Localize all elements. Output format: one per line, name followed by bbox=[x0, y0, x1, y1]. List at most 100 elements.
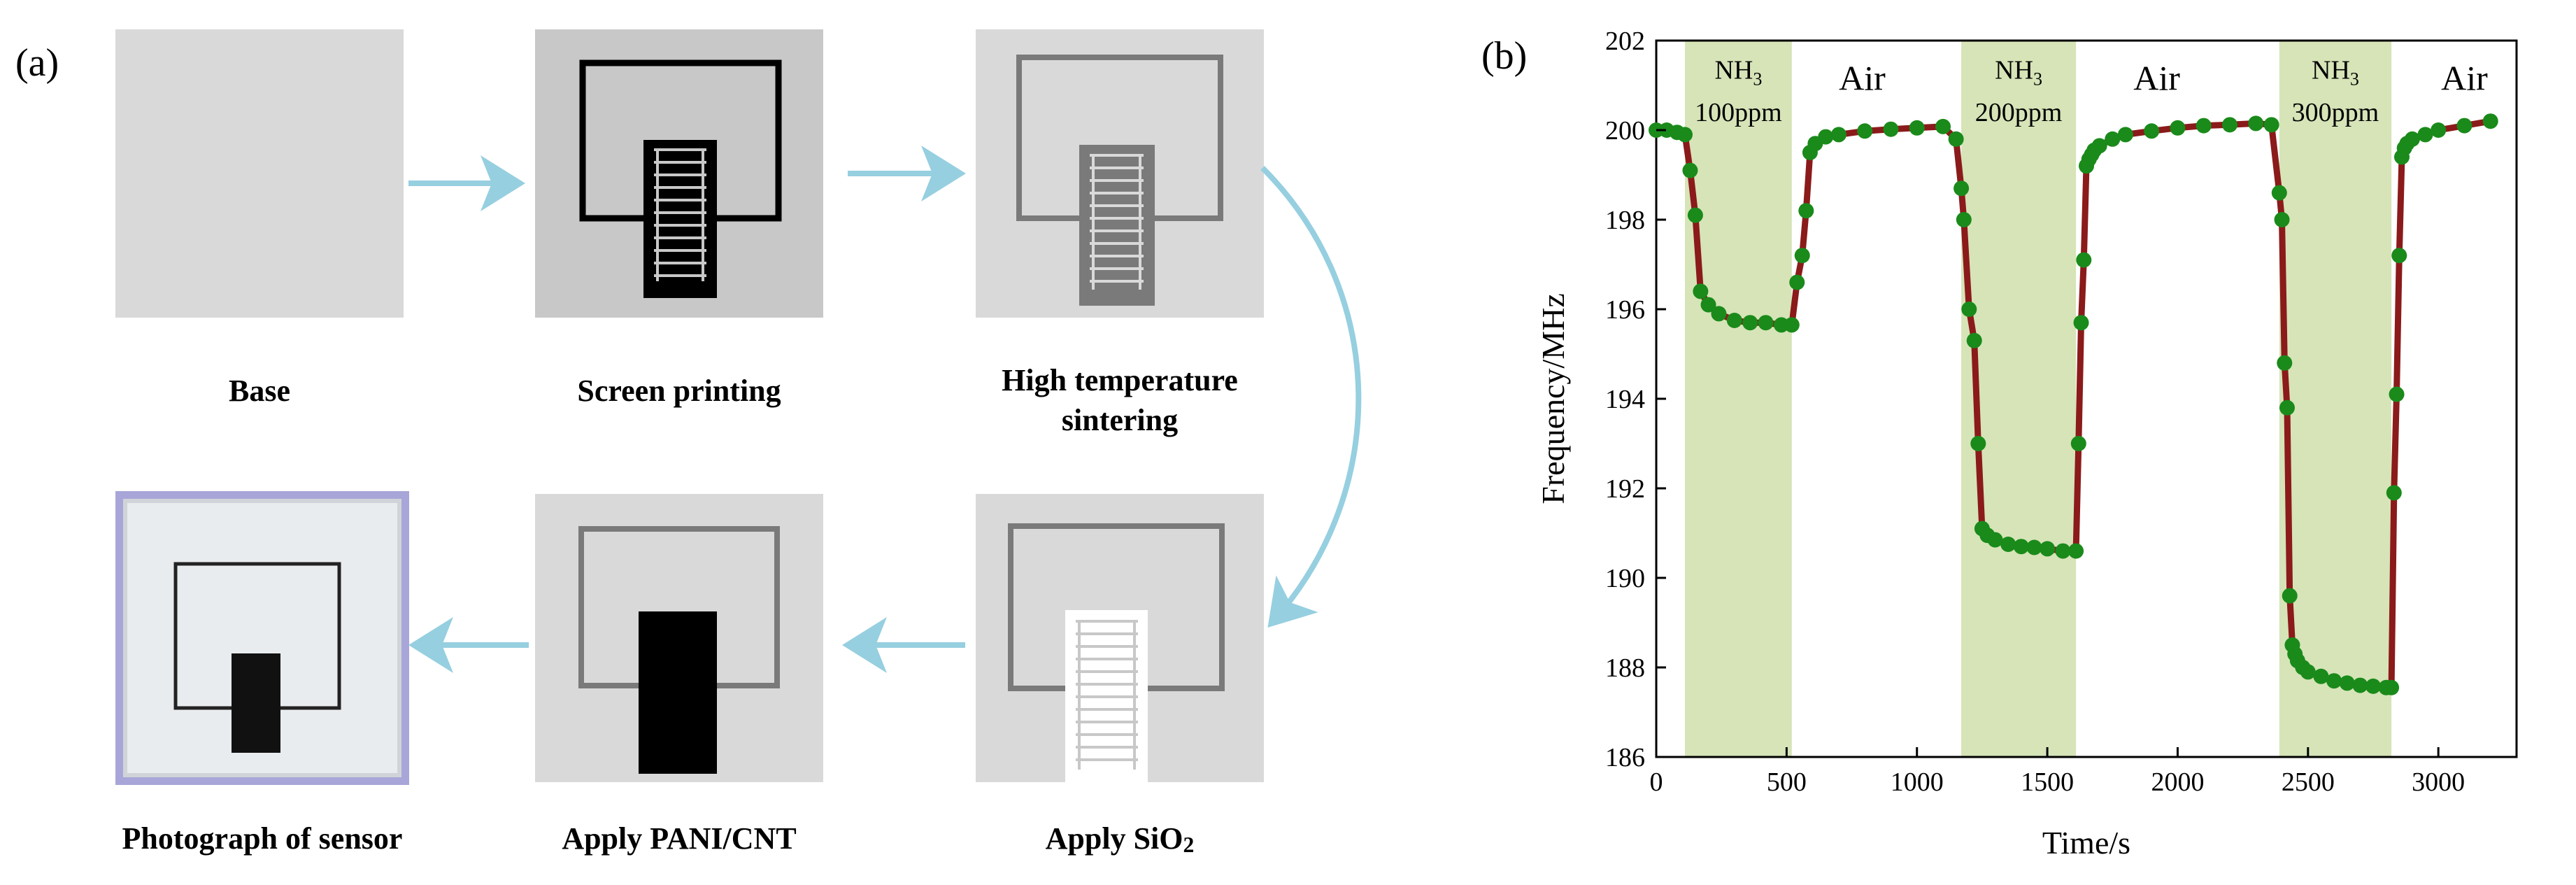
data-point bbox=[2105, 131, 2121, 147]
caption-photograph: Photograph of sensor bbox=[122, 821, 403, 856]
caption-base: Base bbox=[229, 374, 290, 408]
data-point bbox=[2091, 138, 2107, 154]
data-point bbox=[2055, 543, 2071, 559]
data-point bbox=[1987, 532, 2003, 548]
x-tick-label: 2500 bbox=[2282, 767, 2335, 797]
data-point bbox=[1798, 203, 1814, 219]
data-point bbox=[2040, 541, 2056, 557]
data-point bbox=[1935, 118, 1951, 134]
y-tick-label: 202 bbox=[1605, 27, 1645, 56]
data-point bbox=[2170, 120, 2186, 136]
data-point bbox=[2417, 127, 2433, 143]
data-point bbox=[2326, 673, 2342, 689]
data-point bbox=[2248, 115, 2264, 132]
region-conc-label-2: 200ppm bbox=[1975, 98, 2063, 127]
data-point bbox=[1693, 283, 1709, 299]
y-tick-label: 194 bbox=[1605, 385, 1645, 414]
region-conc-label-1: 100ppm bbox=[1695, 98, 1782, 127]
caption-apply-pani-cnt: Apply PANI/CNT bbox=[562, 821, 797, 856]
data-point bbox=[1789, 274, 1805, 290]
x-tick-label: 500 bbox=[1767, 767, 1807, 797]
arrow-sinter-to-sio2 bbox=[1260, 166, 1362, 628]
data-point bbox=[2271, 185, 2287, 201]
data-point bbox=[2456, 118, 2472, 134]
sensor-photo bbox=[115, 491, 409, 785]
data-point bbox=[2277, 355, 2293, 371]
data-point bbox=[2482, 113, 2498, 129]
y-tick-label: 188 bbox=[1605, 653, 1645, 683]
data-point bbox=[1726, 313, 1742, 328]
data-point bbox=[2386, 485, 2402, 501]
data-point bbox=[1784, 317, 1800, 333]
data-point bbox=[2144, 123, 2160, 139]
data-point bbox=[2070, 436, 2086, 451]
data-point bbox=[1711, 306, 1727, 322]
data-point bbox=[1677, 127, 1693, 143]
air-label-3: Air bbox=[2441, 58, 2488, 97]
base-tile bbox=[115, 29, 404, 318]
apply-sio2-tile bbox=[976, 494, 1264, 782]
data-point bbox=[2076, 252, 2092, 268]
data-point bbox=[2389, 386, 2405, 402]
data-point bbox=[2196, 118, 2212, 134]
data-point bbox=[2068, 543, 2084, 559]
data-point bbox=[2365, 678, 2381, 694]
region-gas-label-1: NH3 bbox=[1714, 55, 1762, 89]
data-point bbox=[2313, 668, 2329, 684]
data-point bbox=[1742, 315, 1758, 331]
region-conc-label-3: 300ppm bbox=[2292, 98, 2379, 127]
data-point bbox=[1857, 123, 1873, 139]
panel-a-label: (a) bbox=[15, 41, 59, 85]
x-tick-label: 1000 bbox=[1891, 767, 1944, 797]
x-axis-label: Time/s bbox=[2042, 825, 2130, 861]
data-point bbox=[2404, 131, 2420, 147]
air-label-1: Air bbox=[1839, 58, 1886, 97]
nh3-exposure-region-3 bbox=[2279, 41, 2392, 757]
panel-b-label: (b) bbox=[1481, 34, 1528, 78]
y-tick-label: 186 bbox=[1605, 743, 1645, 772]
data-point bbox=[1687, 207, 1703, 223]
data-point bbox=[1700, 297, 1716, 313]
screen-printing-tile bbox=[535, 29, 823, 318]
x-tick-label: 3000 bbox=[2412, 767, 2465, 797]
caption-sintering: High temperature sintering bbox=[1002, 363, 1238, 438]
data-point bbox=[1970, 436, 1986, 451]
y-axis-label: Frequency/MHz bbox=[1535, 293, 1571, 504]
data-point bbox=[2384, 679, 2400, 695]
data-point bbox=[2013, 539, 2029, 555]
data-point bbox=[2300, 664, 2316, 680]
x-tick-label: 0 bbox=[1650, 767, 1663, 797]
sintering-tile bbox=[976, 29, 1264, 318]
nh3-exposure-region-1 bbox=[1685, 41, 1792, 757]
region-gas-label-2: NH3 bbox=[1995, 55, 2042, 89]
data-point bbox=[1956, 212, 1972, 227]
data-point bbox=[1948, 131, 1964, 147]
data-point bbox=[1818, 129, 1834, 145]
data-point bbox=[1954, 180, 1970, 197]
data-point bbox=[2352, 677, 2368, 693]
data-point bbox=[2026, 539, 2042, 555]
apply-pani-cnt-tile bbox=[535, 494, 823, 782]
data-point bbox=[2431, 122, 2447, 138]
data-point bbox=[2282, 588, 2298, 604]
data-point bbox=[2263, 117, 2279, 133]
data-point bbox=[2279, 399, 2295, 416]
data-point bbox=[1758, 315, 1774, 331]
data-point bbox=[1794, 248, 1810, 264]
data-point bbox=[2000, 537, 2016, 552]
y-tick-label: 190 bbox=[1605, 564, 1645, 593]
x-tick-label: 1500 bbox=[2021, 767, 2074, 797]
data-point bbox=[1830, 127, 1846, 143]
data-point bbox=[2274, 212, 2290, 227]
data-point bbox=[1909, 120, 1925, 136]
caption-screen-printing: Screen printing bbox=[577, 374, 781, 408]
data-point bbox=[2073, 315, 2089, 331]
y-tick-label: 198 bbox=[1605, 206, 1645, 235]
caption-apply-sio2: Apply SiO2 bbox=[1045, 821, 1195, 857]
region-gas-label-3: NH3 bbox=[2312, 55, 2359, 89]
x-tick-label: 2000 bbox=[2151, 767, 2204, 797]
air-label-2: Air bbox=[2133, 58, 2180, 97]
data-point bbox=[2222, 117, 2237, 133]
